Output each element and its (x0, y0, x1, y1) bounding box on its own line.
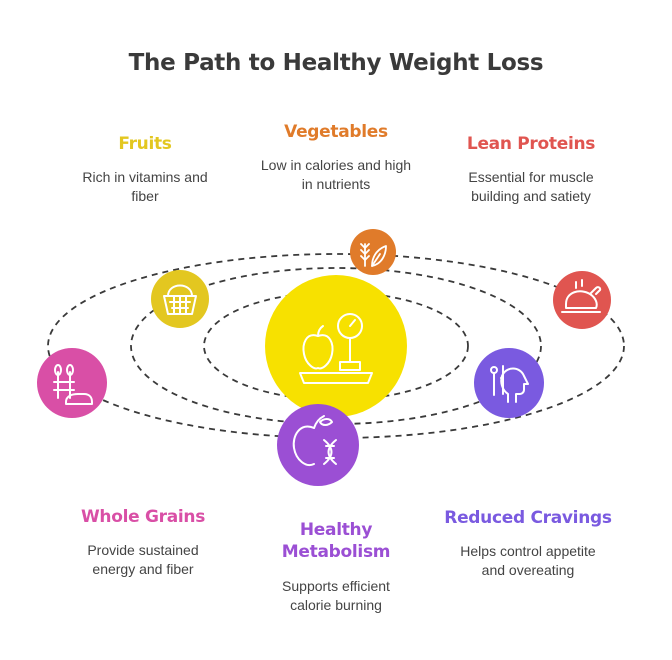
fruits-description: Rich in vitamins and fiber (60, 168, 230, 206)
healthy-metabolism-label-line2: Metabolism (281, 542, 391, 562)
whole-grains-desc-line1: Provide sustained (87, 542, 199, 558)
roast-chicken-icon (561, 279, 602, 313)
center-node (265, 275, 407, 417)
vegetables-desc-line2: in nutrients (301, 176, 371, 192)
whole-grains-desc-line2: energy and fiber (92, 561, 194, 577)
inner-orbit (203, 291, 469, 401)
apple-dna-icon (292, 415, 337, 466)
lean-proteins-node (553, 271, 611, 329)
vegetables-desc-line1: Low in calories and high (260, 157, 412, 173)
center-circle (265, 275, 407, 417)
apple-scale-icon (299, 313, 373, 384)
vegetables-label: Vegetables (284, 122, 388, 142)
basket-icon (163, 284, 197, 315)
lean-proteins-label: Lean Proteins (466, 134, 596, 154)
healthy-metabolism-desc-line1: Supports efficient (282, 578, 390, 594)
wheat-leaf-icon (360, 243, 387, 267)
head-utensils-icon (490, 365, 529, 403)
reduced-cravings-description: Helps control appetite and overeating (428, 542, 628, 580)
page-title: The Path to Healthy Weight Loss (128, 50, 544, 76)
healthy-metabolism-description: Supports efficient calorie burning (251, 577, 421, 615)
healthy-metabolism-desc-line2: calorie burning (290, 597, 382, 613)
whole-grains-description: Provide sustained energy and fiber (68, 541, 218, 579)
lean-proteins-desc-line2: building and satiety (471, 188, 591, 204)
whole-grains-label: Whole Grains (80, 507, 206, 527)
reduced-cravings-label: Reduced Cravings (444, 508, 612, 528)
lean-proteins-description: Essential for muscle building and satiet… (446, 168, 616, 206)
vegetables-description: Low in calories and high in nutrients (241, 156, 431, 194)
fruits-desc-line1: Rich in vitamins and (82, 169, 208, 185)
fruits-desc-line2: fiber (131, 188, 159, 204)
fruits-node (151, 270, 209, 328)
healthy-metabolism-label: Healthy Metabolism (251, 519, 421, 563)
reduced-cravings-desc-line1: Helps control appetite (460, 543, 596, 559)
grains-bread-icon (53, 364, 93, 405)
healthy-metabolism-label-line1: Healthy (299, 520, 373, 540)
whole-grains-node (37, 348, 107, 418)
lean-proteins-desc-line1: Essential for muscle (468, 169, 594, 185)
healthy-metabolism-node (277, 404, 359, 486)
reduced-cravings-node (474, 348, 544, 418)
vegetables-node (350, 229, 396, 275)
fruits-label: Fruits (118, 134, 172, 154)
outer-orbit (47, 253, 625, 439)
reduced-cravings-desc-line2: and overeating (481, 562, 575, 578)
